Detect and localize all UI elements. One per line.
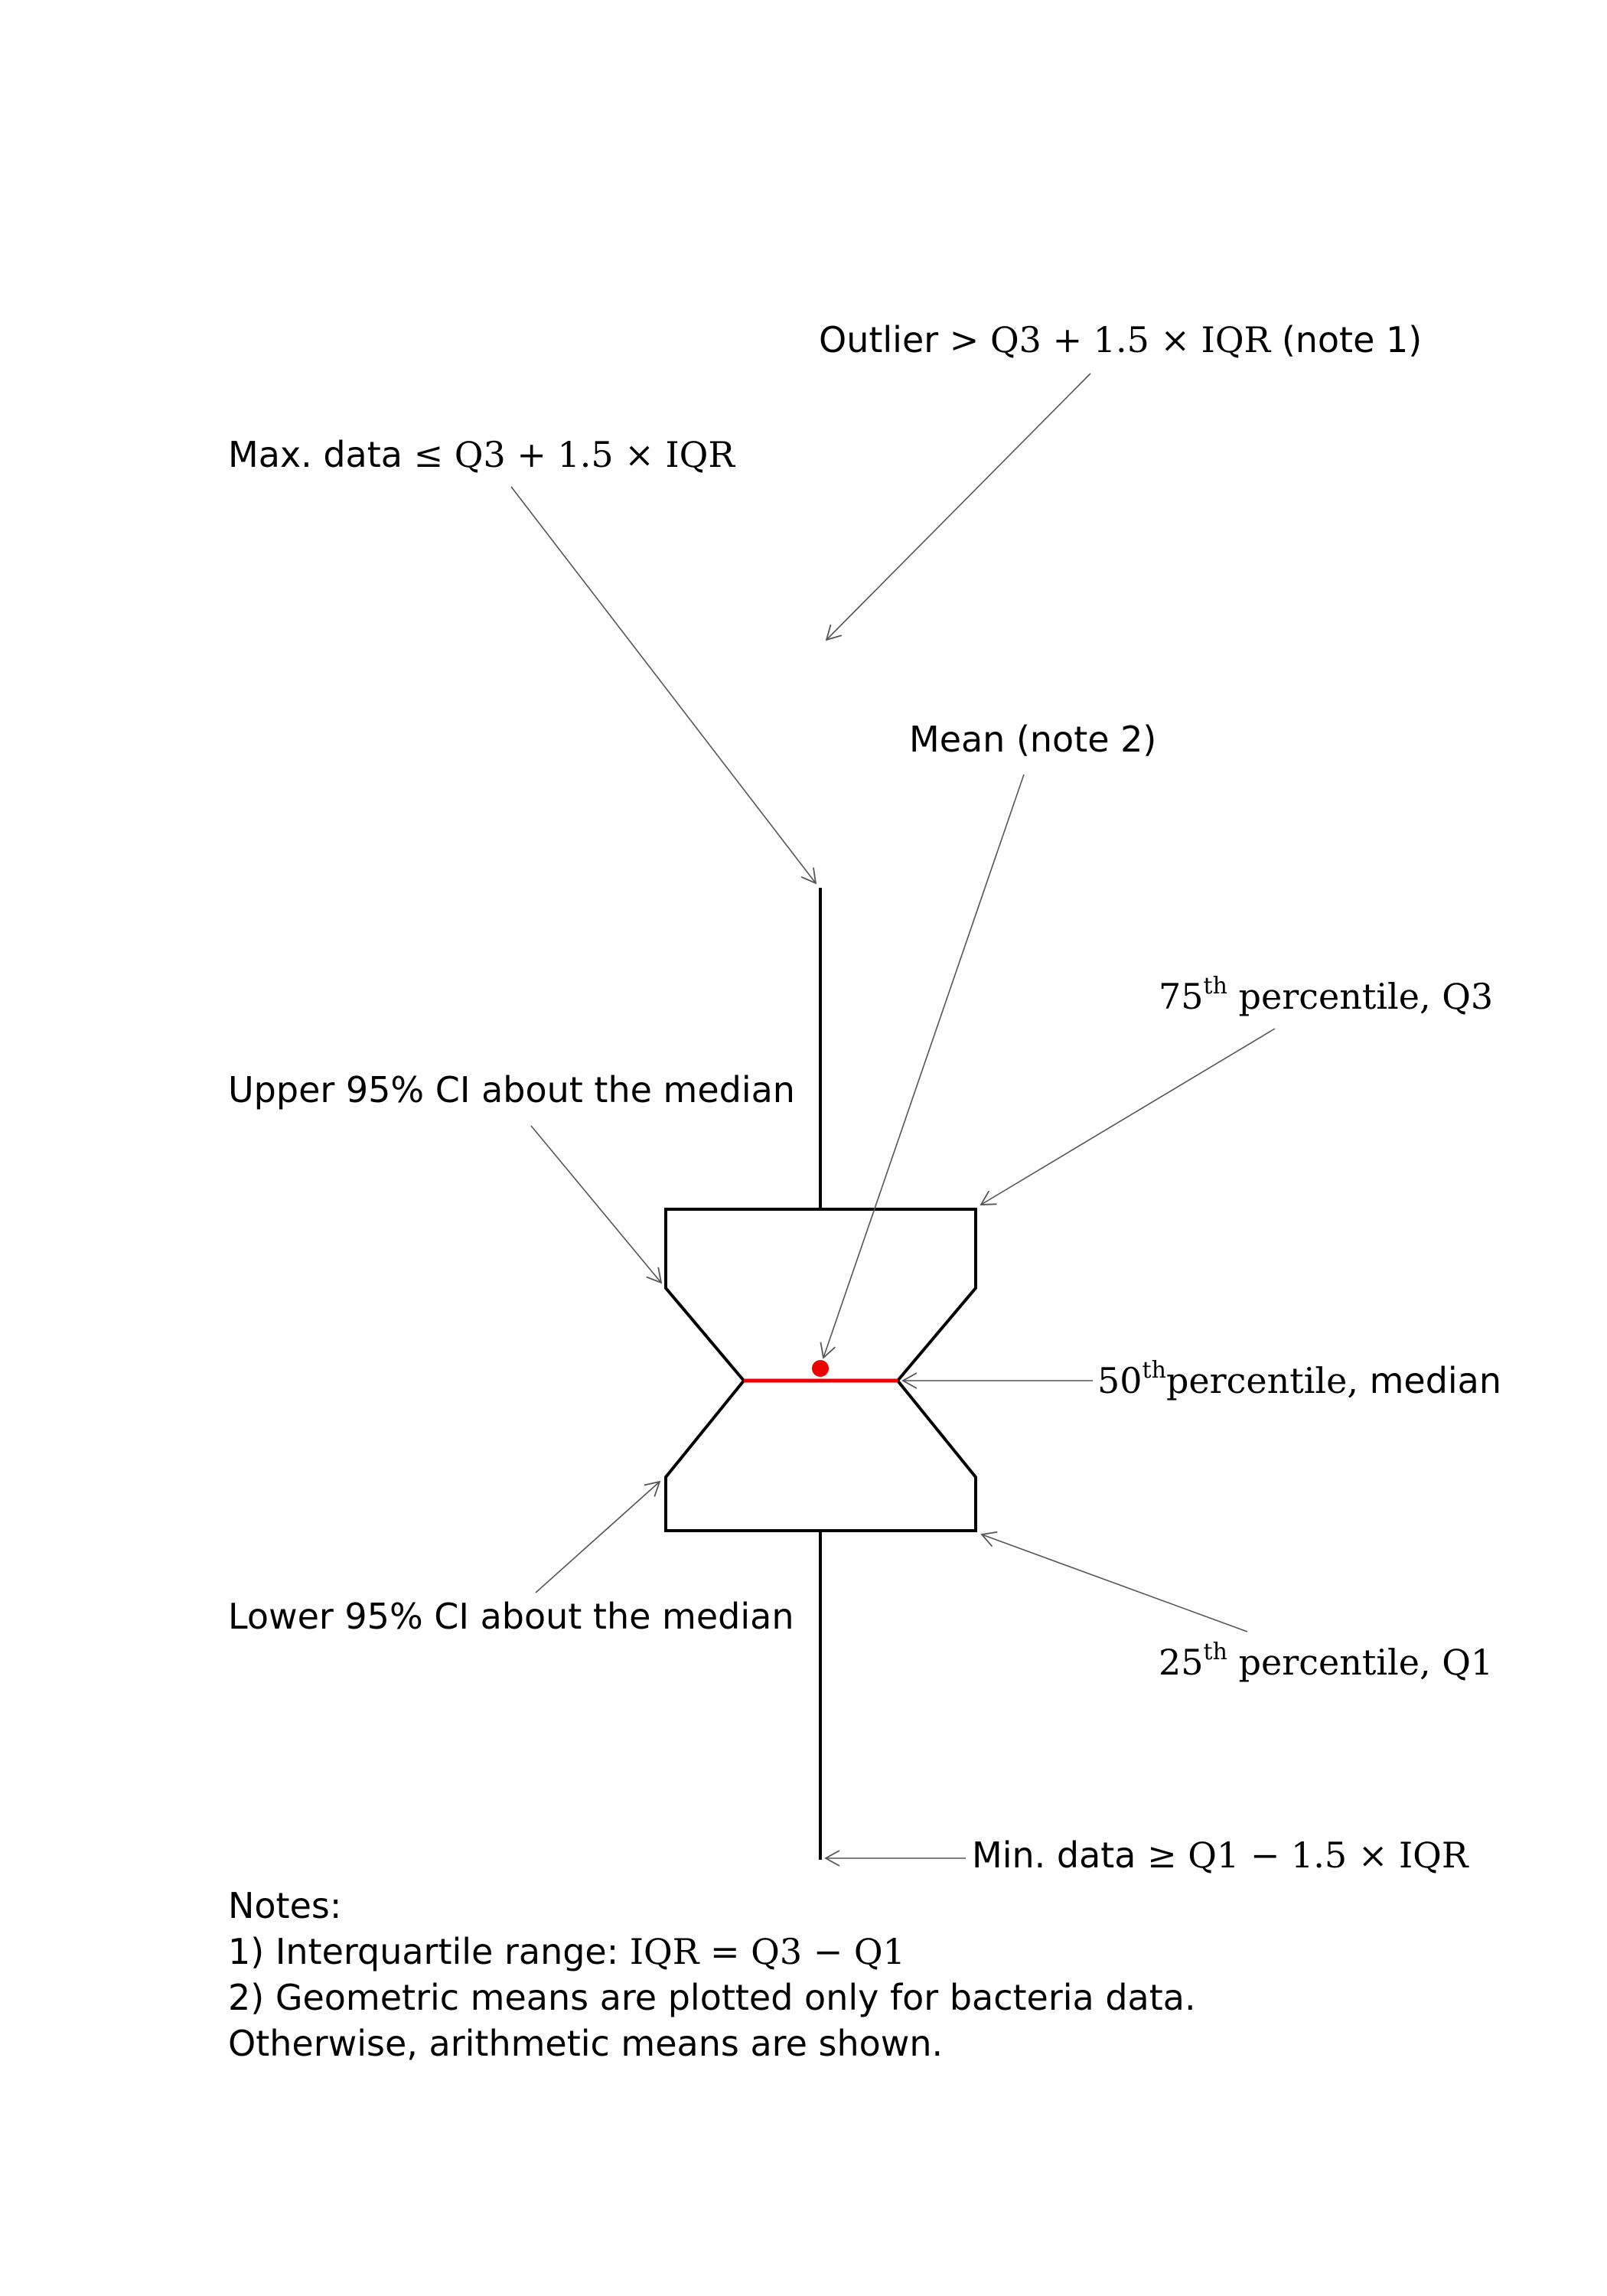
outlier-arrow — [825, 373, 1091, 641]
q3-arrow — [980, 1028, 1276, 1205]
q1-label: 25th percentile, Q1 — [1159, 1639, 1493, 1683]
note-2: 2) Geometric means are plotted only for … — [228, 1977, 1196, 2018]
notched-box — [664, 1208, 977, 1532]
q1-arrow — [980, 1531, 1248, 1632]
notes-heading: Notes: — [228, 1885, 341, 1926]
q3-label: 75th percentile, Q3 — [1159, 973, 1493, 1017]
min-data-label: Min. data ≥ Q1 − 1.5 × IQR — [972, 1835, 1469, 1876]
outlier-label: Outlier > Q3 + 1.5 × IQR (note 1) — [819, 319, 1422, 360]
note-1: 1) Interquartile range: IQR = Q3 − Q1 — [228, 1931, 905, 1972]
max-data-label: Max. data ≤ Q3 + 1.5 × IQR — [228, 434, 735, 475]
upper-ci-arrow — [530, 1125, 663, 1284]
mean-label: Mean (note 2) — [909, 719, 1156, 760]
lower-ci-arrow — [535, 1480, 661, 1593]
note-3: Otherwise, arithmetic means are shown. — [228, 2023, 943, 2064]
median-label: 50thpercentile, median — [1097, 1357, 1501, 1401]
lower-ci-label: Lower 95% CI about the median — [228, 1596, 794, 1637]
mean-marker — [812, 1360, 829, 1377]
max-data-arrow — [510, 486, 817, 885]
mean-arrow — [820, 774, 1025, 1359]
upper-ci-label: Upper 95% CI about the median — [228, 1069, 795, 1110]
